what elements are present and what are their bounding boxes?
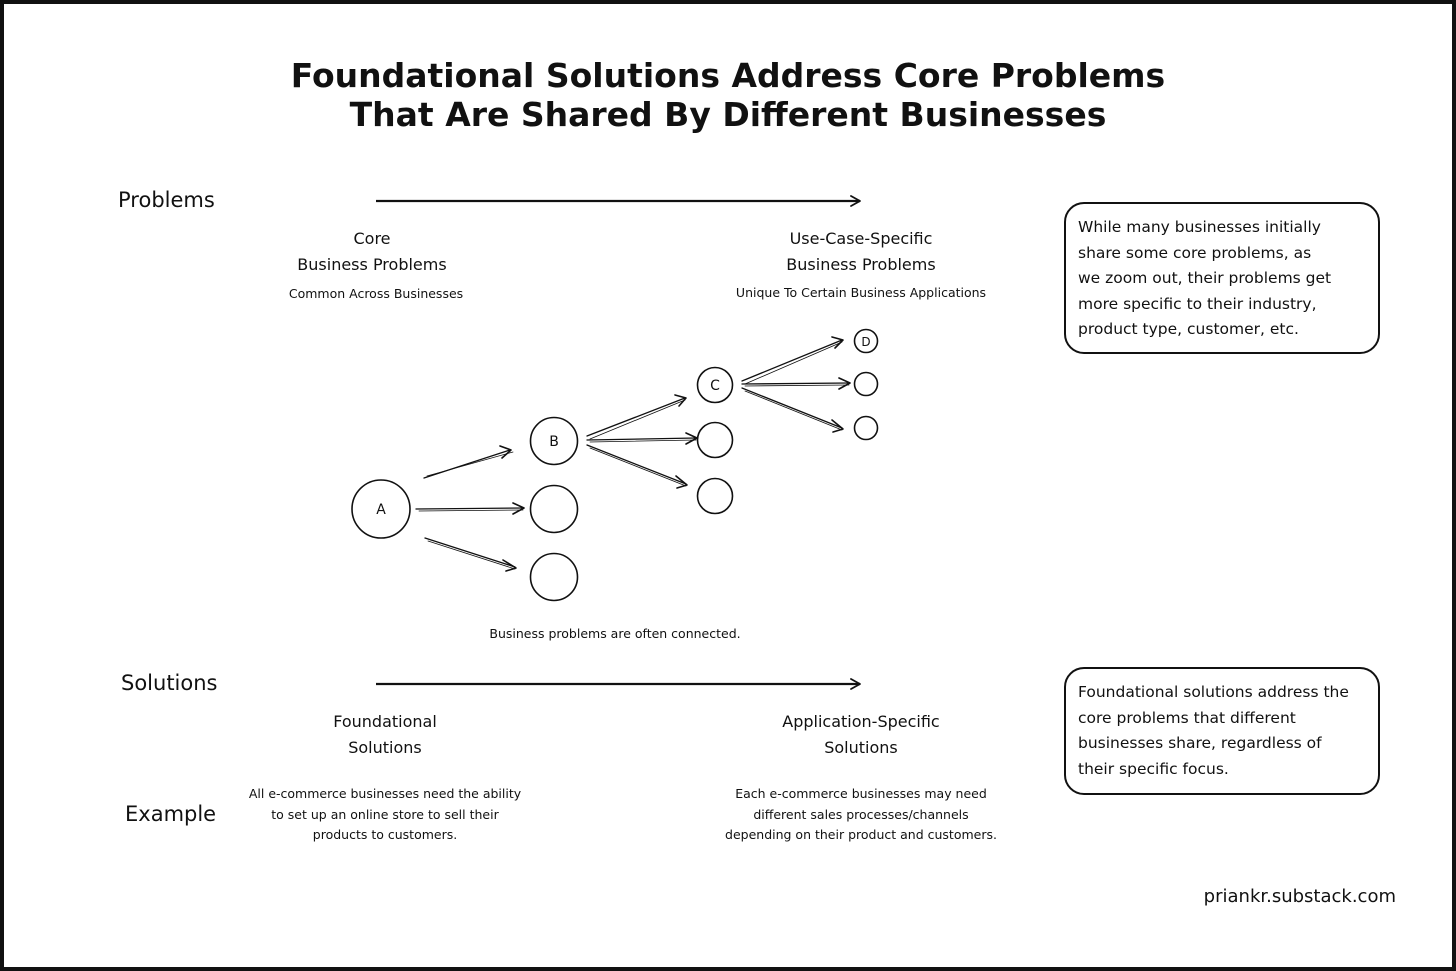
arrow-b-to-c <box>586 397 686 437</box>
solutions-note-line-4: their specific focus. <box>1078 759 1229 778</box>
arrow-b-to-node-2 <box>586 437 697 441</box>
arrow-c-to-node-2-stroke <box>744 384 850 387</box>
node-d <box>853 328 879 354</box>
arrowhead-a-to-node-2 <box>512 502 525 515</box>
arrowhead-c-to-node-2 <box>838 377 851 390</box>
arrowhead-b-to-node-3 <box>675 475 688 489</box>
example-row-label: Example <box>125 802 217 826</box>
node-a <box>351 479 411 539</box>
node-d-label: D <box>861 335 870 349</box>
specific-problems-subtitle: Unique To Certain Business Applications <box>735 285 987 300</box>
node-b-label: B <box>549 434 559 450</box>
title-line-2: That Are Shared By Different Businesses <box>349 95 1107 134</box>
node-level3-2 <box>853 371 879 397</box>
problems-note-line-1: While many businesses initially <box>1078 218 1321 236</box>
node-c <box>696 366 734 404</box>
example-right-line-2: different sales processes/channels <box>753 806 969 822</box>
foundational-solutions-heading-line-1: Foundational <box>333 712 437 731</box>
solutions-note-line-1: Foundational solutions address the <box>1078 683 1349 701</box>
connected-note: Business problems are often connected. <box>489 626 741 641</box>
node-c-label: C <box>710 378 720 394</box>
specific-problems-heading-line-2: Business Problems <box>786 255 936 274</box>
arrow-a-to-b <box>423 449 511 479</box>
example-right-line-1: Each e-commerce businesses may need <box>735 786 987 801</box>
node-level1-3 <box>529 552 579 602</box>
example-left-line-2: to set up an online store to sell their <box>271 806 499 822</box>
arrowhead-a-to-b <box>499 445 512 459</box>
problems-row-label: Problems <box>118 188 215 212</box>
arrow-c-to-d <box>741 339 843 382</box>
arrowhead-c-to-d <box>831 336 844 349</box>
solutions-note-line-3: businesses share, regardless of <box>1078 734 1322 752</box>
problems-note-line-2: share some core problems, as <box>1078 243 1312 262</box>
application-solutions-heading: Application-Specific Solutions <box>736 709 986 761</box>
arrow-a-to-node-2 <box>415 507 524 510</box>
foundational-solutions-heading: Foundational Solutions <box>285 709 485 761</box>
example-left-line-1: All e-commerce businesses need the abili… <box>248 786 522 801</box>
application-solutions-heading-line-1: Application-Specific <box>782 712 940 731</box>
arrow-a-to-node-3 <box>424 537 516 568</box>
node-level2-2 <box>696 421 734 459</box>
problems-note-line-3: we zoom out, their problems get <box>1078 269 1332 287</box>
arrowhead-c-to-node-3 <box>831 419 844 433</box>
node-a-label: A <box>376 502 386 518</box>
node-level3-3 <box>853 415 879 441</box>
core-problems-heading: Core Business Problems <box>272 226 472 278</box>
problems-note-line-5: product type, customer, etc. <box>1078 320 1299 338</box>
title-line-1: Foundational Solutions Address Core Prob… <box>290 56 1166 95</box>
arrow-b-to-node-2-stroke <box>589 439 697 443</box>
node-b <box>529 416 579 466</box>
example-left-text: All e-commerce businesses need the abili… <box>220 784 550 846</box>
solutions-note-line-2: core problems that different <box>1078 708 1296 727</box>
example-right-text: Each e-commerce businesses may need diff… <box>696 784 1026 846</box>
arrow-c-to-d-stroke <box>744 341 843 385</box>
specific-problems-heading: Use-Case-Specific Business Problems <box>736 226 986 278</box>
node-level1-2 <box>529 484 579 534</box>
arrow-b-to-c-stroke <box>589 399 686 440</box>
specific-problems-heading-line-1: Use-Case-Specific <box>789 229 933 248</box>
application-solutions-heading-line-2: Solutions <box>824 738 898 757</box>
core-problems-heading-line-1: Core <box>353 229 391 248</box>
arrowhead-a-to-node-3 <box>502 559 517 572</box>
arrow-a-to-node-3-stroke <box>427 540 516 570</box>
arrow-a-to-b-stroke <box>426 451 514 477</box>
core-problems-heading-line-2: Business Problems <box>297 255 447 274</box>
arrow-a-to-node-2-stroke <box>418 509 524 512</box>
arrow-b-to-node-3 <box>586 444 687 485</box>
example-right-line-3: depending on their product and customers… <box>725 827 997 842</box>
problems-note-box: While many businesses initially share so… <box>1064 202 1380 354</box>
example-left-line-3: products to customers. <box>312 827 458 842</box>
arrow-c-to-node-2 <box>741 382 850 385</box>
solutions-row-label: Solutions <box>121 671 218 695</box>
arrow-c-to-node-3 <box>741 387 843 429</box>
foundational-solutions-heading-line-2: Solutions <box>348 738 422 757</box>
node-level2-3 <box>696 477 734 515</box>
arrow-c-to-node-3-stroke <box>744 390 843 431</box>
diagram-title: Foundational Solutions Address Core Prob… <box>0 56 1456 134</box>
arrow-b-to-node-3-stroke <box>589 447 687 487</box>
problems-note-line-4: more specific to their industry, <box>1078 294 1317 313</box>
core-problems-subtitle: Common Across Businesses <box>288 286 464 301</box>
arrowhead-b-to-c <box>674 394 687 407</box>
credit-text: priankr.substack.com <box>1203 886 1396 907</box>
solutions-note-box: Foundational solutions address the core … <box>1064 667 1380 795</box>
